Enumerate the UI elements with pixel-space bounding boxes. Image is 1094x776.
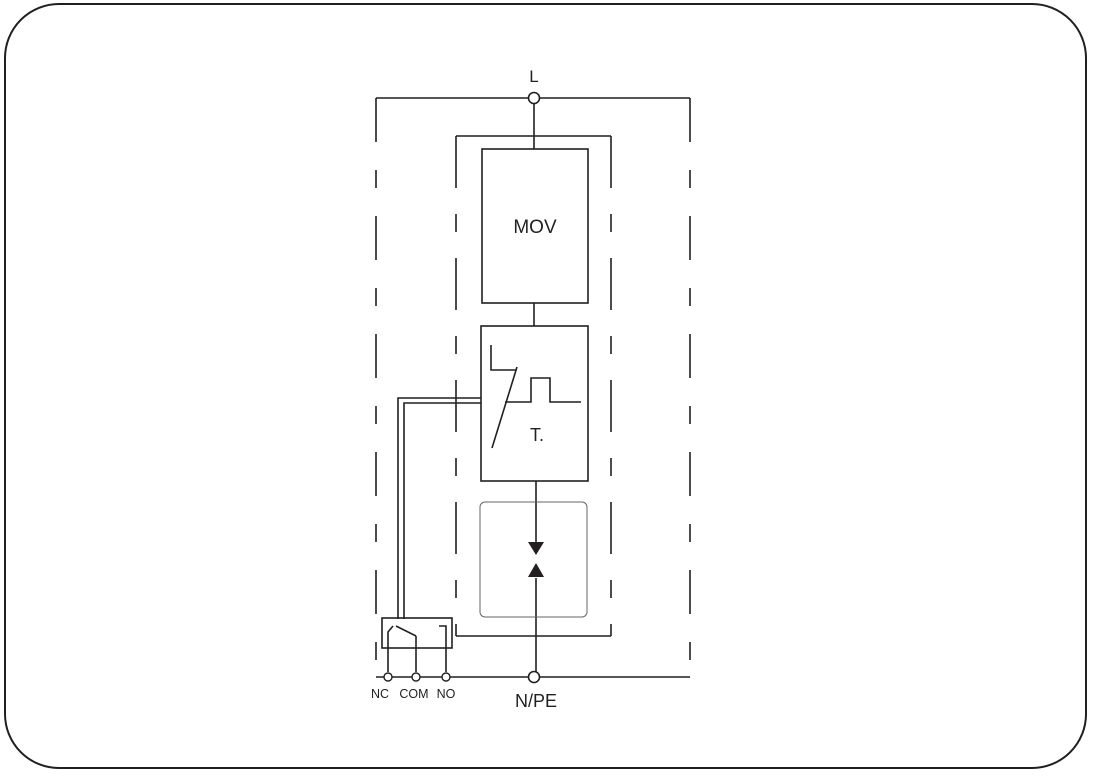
gdt-box bbox=[479, 501, 588, 618]
terminal-npe bbox=[527, 670, 541, 684]
mov-box bbox=[481, 148, 589, 304]
label-mov: MOV bbox=[513, 217, 557, 238]
signal-wire-outer bbox=[397, 397, 481, 619]
terminal-com bbox=[411, 672, 421, 682]
gdt-triangle-down bbox=[528, 542, 544, 555]
thermal-switch-symbol bbox=[490, 345, 516, 371]
label-npe: N/PE bbox=[515, 691, 557, 711]
terminal-no bbox=[441, 672, 451, 682]
terminal-l bbox=[527, 91, 541, 105]
label-thermal: T. bbox=[530, 425, 544, 445]
relay-com-blade bbox=[395, 625, 417, 637]
relay-contact-box bbox=[381, 617, 453, 649]
label-com: COM bbox=[399, 687, 428, 701]
label-nc: NC bbox=[371, 687, 389, 701]
relay-nc-contact bbox=[387, 625, 394, 672]
signal-wire-inner bbox=[403, 402, 481, 619]
thermal-box bbox=[480, 325, 589, 482]
terminal-nc bbox=[383, 672, 393, 682]
gdt-triangle-up bbox=[528, 563, 544, 577]
label-no: NO bbox=[437, 687, 456, 701]
thermal-step-symbol bbox=[505, 377, 581, 403]
thermal-switch-blade bbox=[491, 366, 518, 449]
diagram-frame bbox=[4, 3, 1087, 769]
relay-no-contact bbox=[439, 625, 447, 672]
label-l: L bbox=[529, 67, 538, 86]
